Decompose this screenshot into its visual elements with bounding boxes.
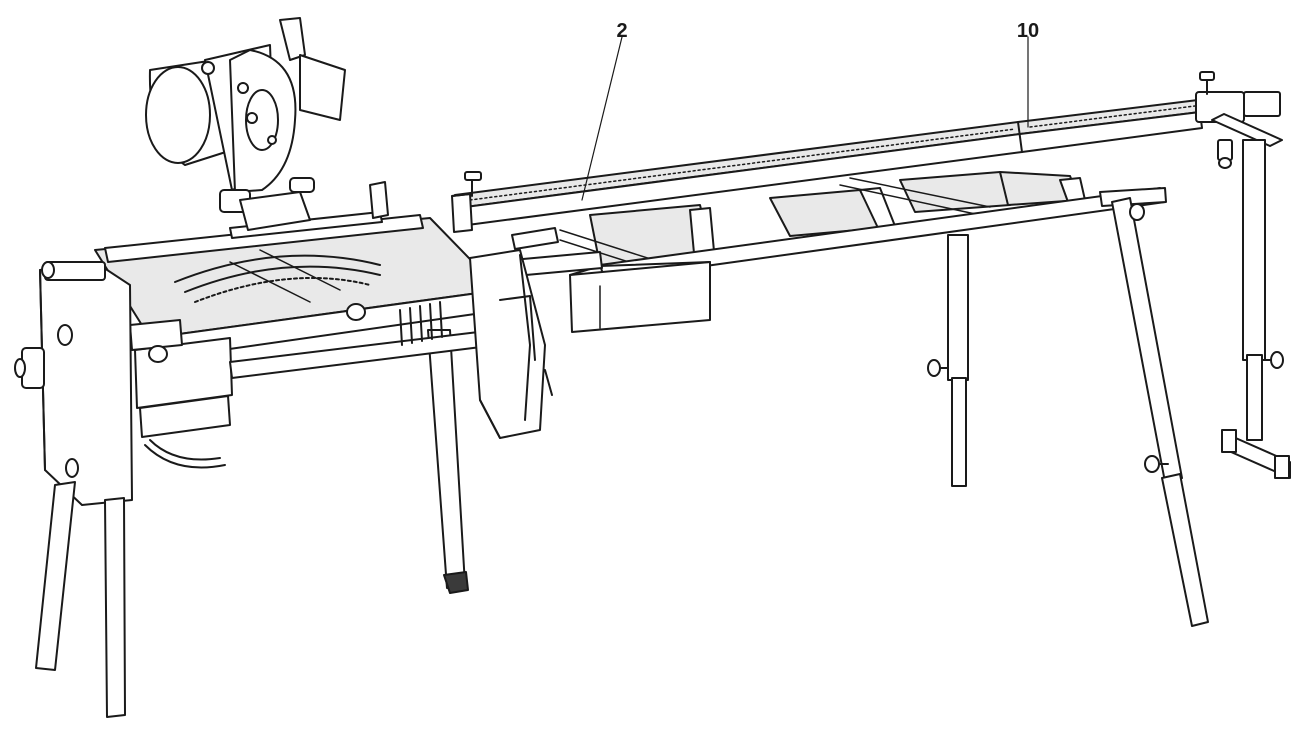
stop-knob	[464, 171, 482, 197]
callout-10: 10	[1017, 20, 1039, 128]
middle-leg	[927, 234, 969, 487]
front-leg-left	[35, 481, 76, 671]
bar-end-block	[451, 193, 473, 233]
lower-rail	[511, 187, 1167, 333]
front-leg-right	[104, 497, 126, 718]
long-extension-bar	[454, 99, 1203, 227]
callout-2-label: 2	[616, 20, 627, 42]
callout-2-leader	[581, 36, 623, 201]
base-frame	[94, 211, 504, 469]
support-slats	[399, 301, 443, 346]
left-end-bracket	[14, 261, 133, 506]
callout-10-label: 10	[1017, 20, 1039, 42]
right-end-bracket	[469, 249, 553, 439]
end-stop-clamp	[1195, 71, 1283, 169]
far-leg-left	[427, 329, 469, 594]
end-support-post	[1221, 139, 1291, 479]
support-rollers	[559, 171, 1086, 273]
right-angled-leg	[1111, 197, 1209, 627]
saw-head	[145, 17, 389, 231]
callout-2: 2	[581, 20, 628, 201]
